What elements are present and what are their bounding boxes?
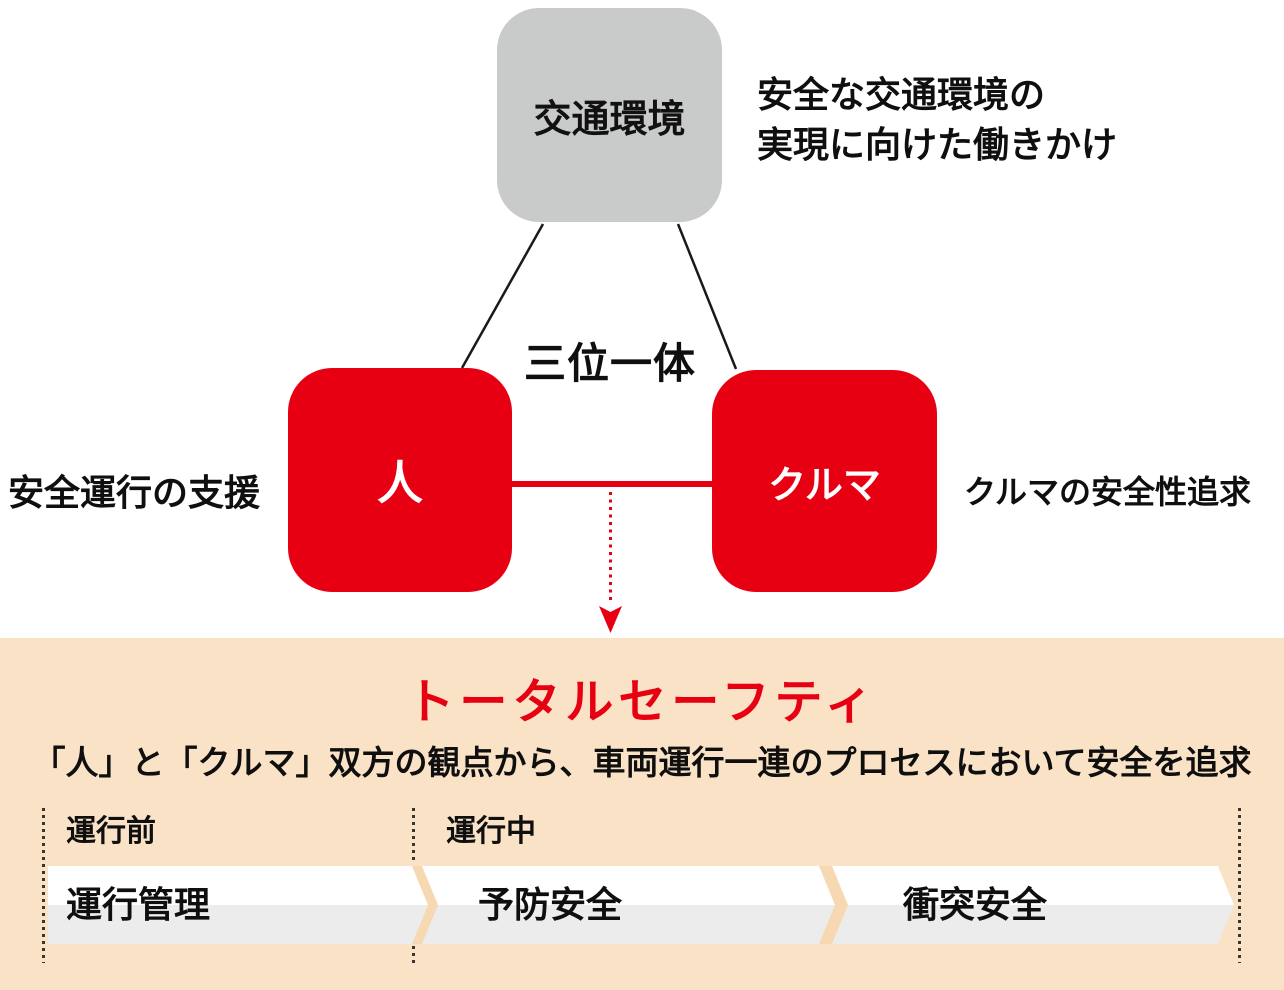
phase-separator-left — [42, 808, 45, 963]
environment-note-line2: 実現に向けた働きかけ — [757, 124, 1118, 165]
person-box: 人 — [288, 368, 512, 592]
person-box-label: 人 — [377, 457, 423, 509]
process-step-shape-preventive-safety — [422, 866, 835, 944]
process-step-label: 運行管理 — [66, 884, 211, 925]
process-step-shape-operation-management — [48, 866, 428, 944]
total-safety-description: 「人」と「クルマ」双方の観点から、車両運行一連のプロセスにおいて安全を追求 — [32, 744, 1252, 781]
process-step-label: 衝突安全 — [903, 884, 1048, 925]
vehicle-note: クルマの安全性追求 — [964, 474, 1252, 510]
environment-box: 交通環境 — [497, 8, 722, 222]
vehicle-box: クルマ — [712, 370, 937, 592]
environment-note: 安全な交通環境の 実現に向けた働きかけ — [757, 70, 1117, 170]
person-note: 安全運行の支援 — [8, 472, 261, 513]
vehicle-box-label: クルマ — [768, 464, 881, 507]
process-step-label: 予防安全 — [478, 884, 623, 925]
process-step-shape-collision-safety — [832, 866, 1234, 944]
phase-separator-middle-bottom — [412, 946, 415, 963]
phase-separator-middle-top — [412, 808, 415, 864]
trinity-label: 三位一体 — [524, 340, 697, 387]
down-arrow-icon — [599, 606, 622, 633]
phase-label-during-operation: 運行中 — [446, 815, 536, 848]
phase-separator-right — [1238, 808, 1241, 963]
total-safety-title: トータルセーフティ — [406, 676, 878, 729]
phase-label-before-operation: 運行前 — [66, 815, 156, 848]
environment-box-label: 交通環境 — [533, 98, 686, 141]
environment-note-line1: 安全な交通環境の — [757, 74, 1046, 115]
